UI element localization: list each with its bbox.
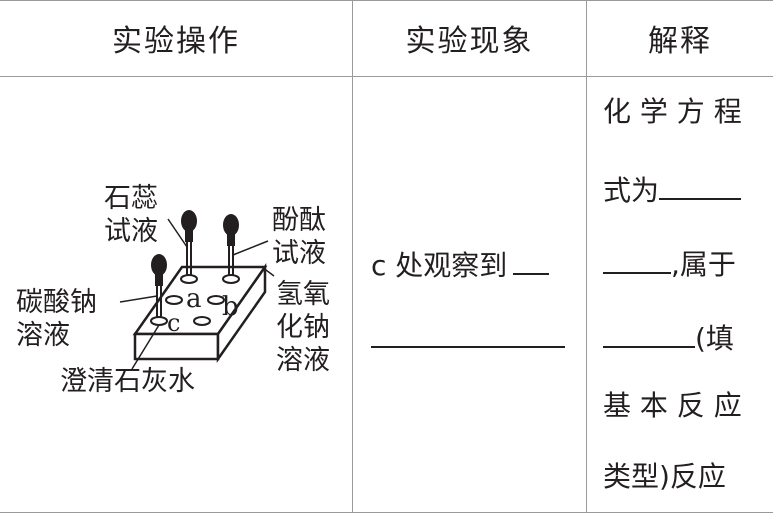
well [180, 274, 198, 284]
well [193, 316, 211, 326]
well-label-a: a [186, 284, 202, 314]
explanation-line-1: 化 学 方 程 [603, 95, 742, 128]
explanation-belongs: ,属于 [671, 248, 736, 281]
well [207, 295, 225, 305]
answer-blank[interactable] [603, 320, 695, 348]
label-litmus-1: 石蕊 [104, 183, 158, 214]
header-operation: 实验操作 [112, 24, 240, 59]
explanation-prefix: 式为 [603, 174, 660, 207]
header-phenomenon: 实验现象 [405, 24, 534, 59]
spot-plate-side [216, 263, 267, 363]
answer-blank[interactable] [603, 246, 671, 274]
spot-plate-front [133, 332, 220, 361]
phenomenon-line-2 [371, 320, 565, 353]
answer-blank[interactable] [371, 320, 565, 348]
well-label-c: c [167, 309, 180, 337]
label-naoh-2: 化钠 [276, 312, 330, 343]
header-divider [0, 76, 773, 77]
leader-phenolphthalein [232, 240, 269, 256]
answer-blank[interactable] [513, 247, 550, 275]
explanation-line-4: (填 [603, 320, 734, 353]
spot-plate-diagram: a b c [119, 210, 275, 370]
label-litmus-2: 试液 [104, 216, 158, 247]
label-carbonate-1: 碳酸钠 [16, 287, 97, 318]
dropper-phenolphthalein [223, 214, 239, 275]
phenomenon-line-1: c 处观察到 [371, 247, 550, 282]
column-divider-2 [586, 0, 587, 513]
label-naoh-3: 溶液 [276, 345, 330, 376]
label-naoh-1: 氢氧 [276, 279, 330, 310]
leader-litmus [167, 218, 188, 248]
leader-naoh [261, 266, 275, 277]
column-divider-1 [352, 0, 353, 513]
answer-blank[interactable] [659, 172, 742, 200]
explanation-line-3: ,属于 [603, 246, 736, 279]
header-explanation: 解释 [648, 24, 712, 59]
dropper-carbonate [151, 254, 167, 317]
label-limewater: 澄清石灰水 [60, 366, 195, 397]
explanation-fill-note: (填 [695, 322, 734, 355]
well [165, 295, 183, 305]
label-phenol-1: 酚酞 [272, 205, 326, 236]
leader-carbonate [119, 295, 158, 303]
explanation-line-6: 类型)反应 [603, 460, 726, 493]
leader-limewater [131, 324, 160, 370]
label-phenol-2: 试液 [272, 238, 326, 269]
well [222, 274, 240, 284]
label-carbonate-2: 溶液 [16, 320, 70, 351]
dropper-litmus [181, 210, 197, 275]
explanation-line-5: 基 本 反 应 [603, 389, 742, 422]
explanation-line-2: 式为 [603, 172, 742, 207]
phenomenon-prompt: c 处观察到 [371, 249, 508, 282]
table-top-border [0, 0, 773, 1]
well-label-b: b [222, 292, 239, 322]
